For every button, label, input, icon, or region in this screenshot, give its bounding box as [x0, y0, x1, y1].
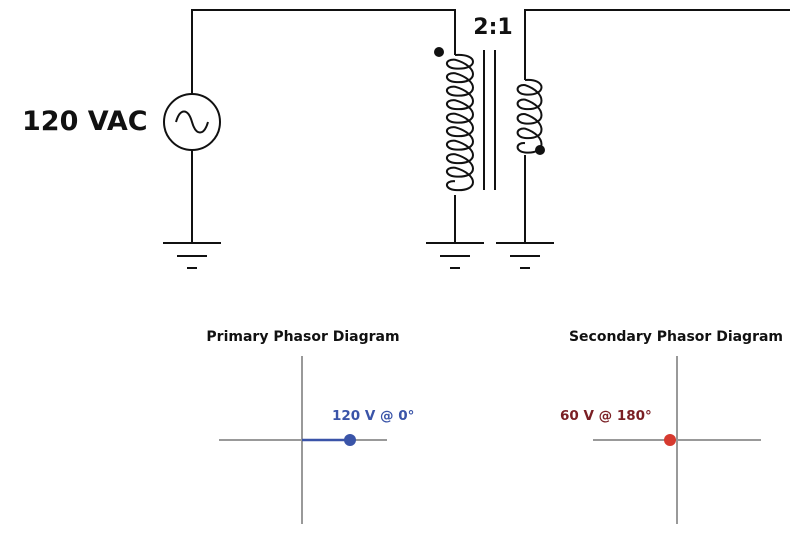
ground-icon [163, 242, 221, 269]
secondary-phasor-title: Secondary Phasor Diagram [569, 329, 783, 345]
ac-source-icon [163, 93, 221, 151]
secondary-phasor-label: 60 V @ 180° [560, 408, 652, 424]
secondary-polarity-dot [535, 145, 545, 155]
transformer-core [483, 50, 496, 190]
ground-icon [426, 242, 484, 269]
secondary-top-wire [524, 9, 790, 80]
primary-phasor-label: 120 V @ 0° [332, 408, 414, 424]
ground-icon [496, 242, 554, 269]
turns-ratio-label: 2:1 [473, 15, 512, 40]
secondary-phasor-axes [593, 356, 761, 524]
secondary-phasor-tip [664, 434, 676, 446]
primary-coil-icon [445, 53, 474, 192]
secondary-coil-icon [516, 78, 543, 154]
circuit-wires [191, 9, 790, 243]
primary-phasor-title: Primary Phasor Diagram [206, 329, 399, 345]
primary-top-wire [191, 9, 456, 96]
primary-polarity-dot [434, 47, 444, 57]
source-voltage-label: 120 VAC [22, 106, 148, 137]
primary-phasor-tip [344, 434, 356, 446]
